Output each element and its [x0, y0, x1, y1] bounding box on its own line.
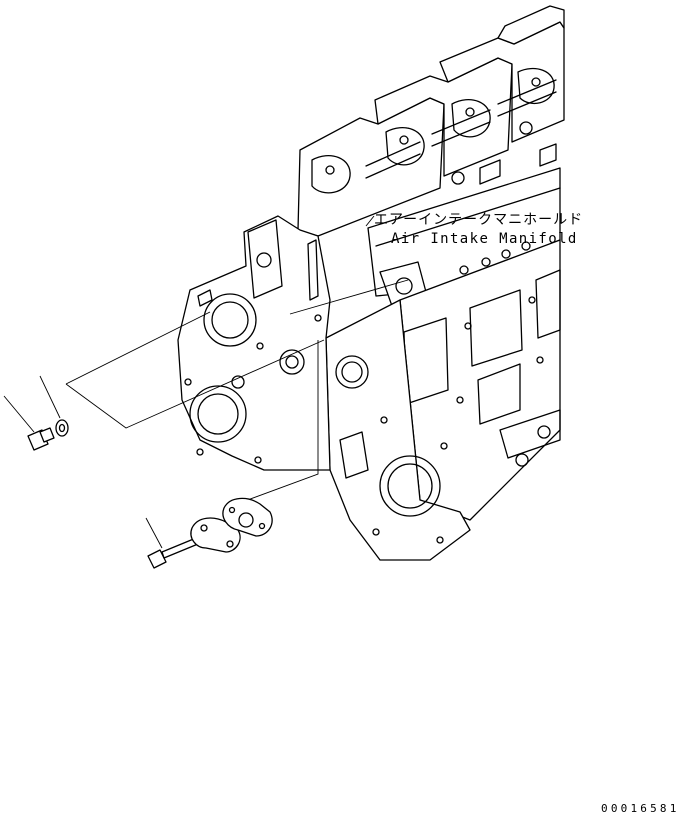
- explode-guide-lines: [65, 279, 409, 509]
- front-cover: [177, 215, 331, 471]
- cover-plate-assembly: [145, 497, 273, 569]
- callout-label-japanese: エアーインテークマニホールド: [374, 212, 583, 228]
- callout-label-english: Air Intake Manifold: [391, 231, 578, 247]
- front-gear-housing: [325, 299, 471, 561]
- drawing-number: 00016581: [601, 802, 680, 815]
- air-intake-manifold-callout: エアーインテークマニホールド Air Intake Manifold: [365, 212, 583, 247]
- plug-bolt-and-washer: [3, 375, 69, 451]
- cylinder-heads: [297, 5, 565, 237]
